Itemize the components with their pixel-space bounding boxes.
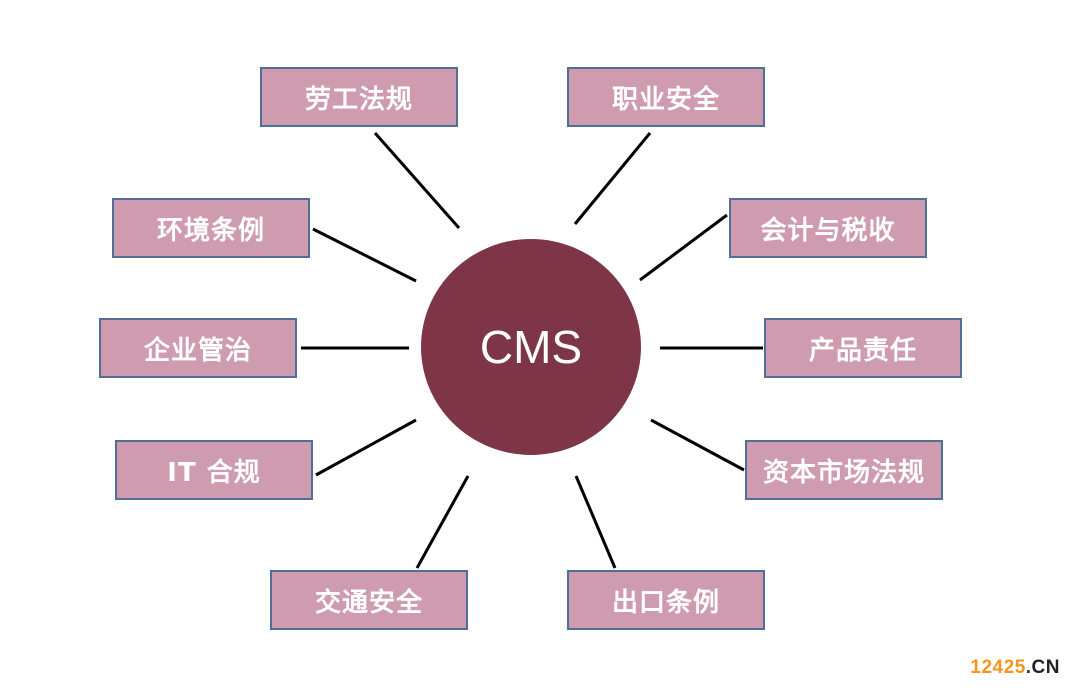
watermark-suffix: CN xyxy=(1031,657,1060,678)
connector-environmental-regulations xyxy=(312,227,417,283)
node-traffic-safety: 交通安全 xyxy=(270,570,468,630)
cms-center-circle: CMS xyxy=(421,239,641,455)
node-accounting-tax: 会计与税收 xyxy=(729,198,927,258)
node-labor-law: 劳工法规 xyxy=(260,67,458,127)
site-watermark: 12425.CN xyxy=(970,657,1060,679)
node-product-liability: 产品责任 xyxy=(764,318,962,378)
node-it-compliance: IT 合规 xyxy=(115,440,313,500)
node-capital-market-law: 资本市场法规 xyxy=(745,440,943,500)
node-occupational-safety: 职业安全 xyxy=(567,67,765,127)
watermark-number: 12425 xyxy=(970,657,1026,678)
node-export-regulations: 出口条例 xyxy=(567,570,765,630)
connector-labor-law xyxy=(373,132,461,229)
watermark-dot: . xyxy=(1025,657,1032,678)
node-environmental-regulations: 环境条例 xyxy=(112,198,310,258)
connector-occupational-safety xyxy=(573,132,652,225)
connector-accounting-tax xyxy=(639,213,728,282)
node-corporate-governance: 企业管治 xyxy=(99,318,297,378)
connector-capital-market-law xyxy=(650,418,745,472)
connector-traffic-safety xyxy=(415,475,470,569)
connector-it-compliance xyxy=(315,418,417,477)
connector-export-regulations xyxy=(574,475,617,569)
